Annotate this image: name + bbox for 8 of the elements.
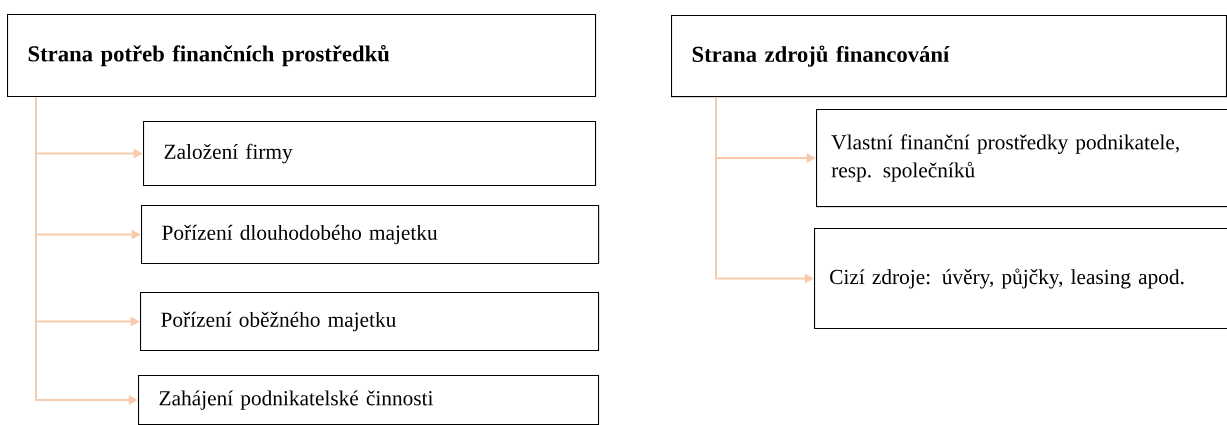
text-box: Založení firmy (143, 121, 597, 187)
text-box: Pořízení dlouhodobého majetku (141, 205, 600, 265)
heading-box: Strana zdrojů financování (671, 15, 1227, 98)
text-box: Cizí zdroje: úvěry, půjčky, leasing apod. (814, 228, 1227, 330)
heading-box: Strana potřeb finančních prostředků (7, 14, 597, 98)
text-box: Vlastní finanční prostředky podnikatele, resp. společníků (816, 109, 1227, 208)
text-box: Pořízení oběžného majetku (140, 292, 600, 352)
text-box: Zahájení podnikatelské činnosti (138, 375, 600, 425)
